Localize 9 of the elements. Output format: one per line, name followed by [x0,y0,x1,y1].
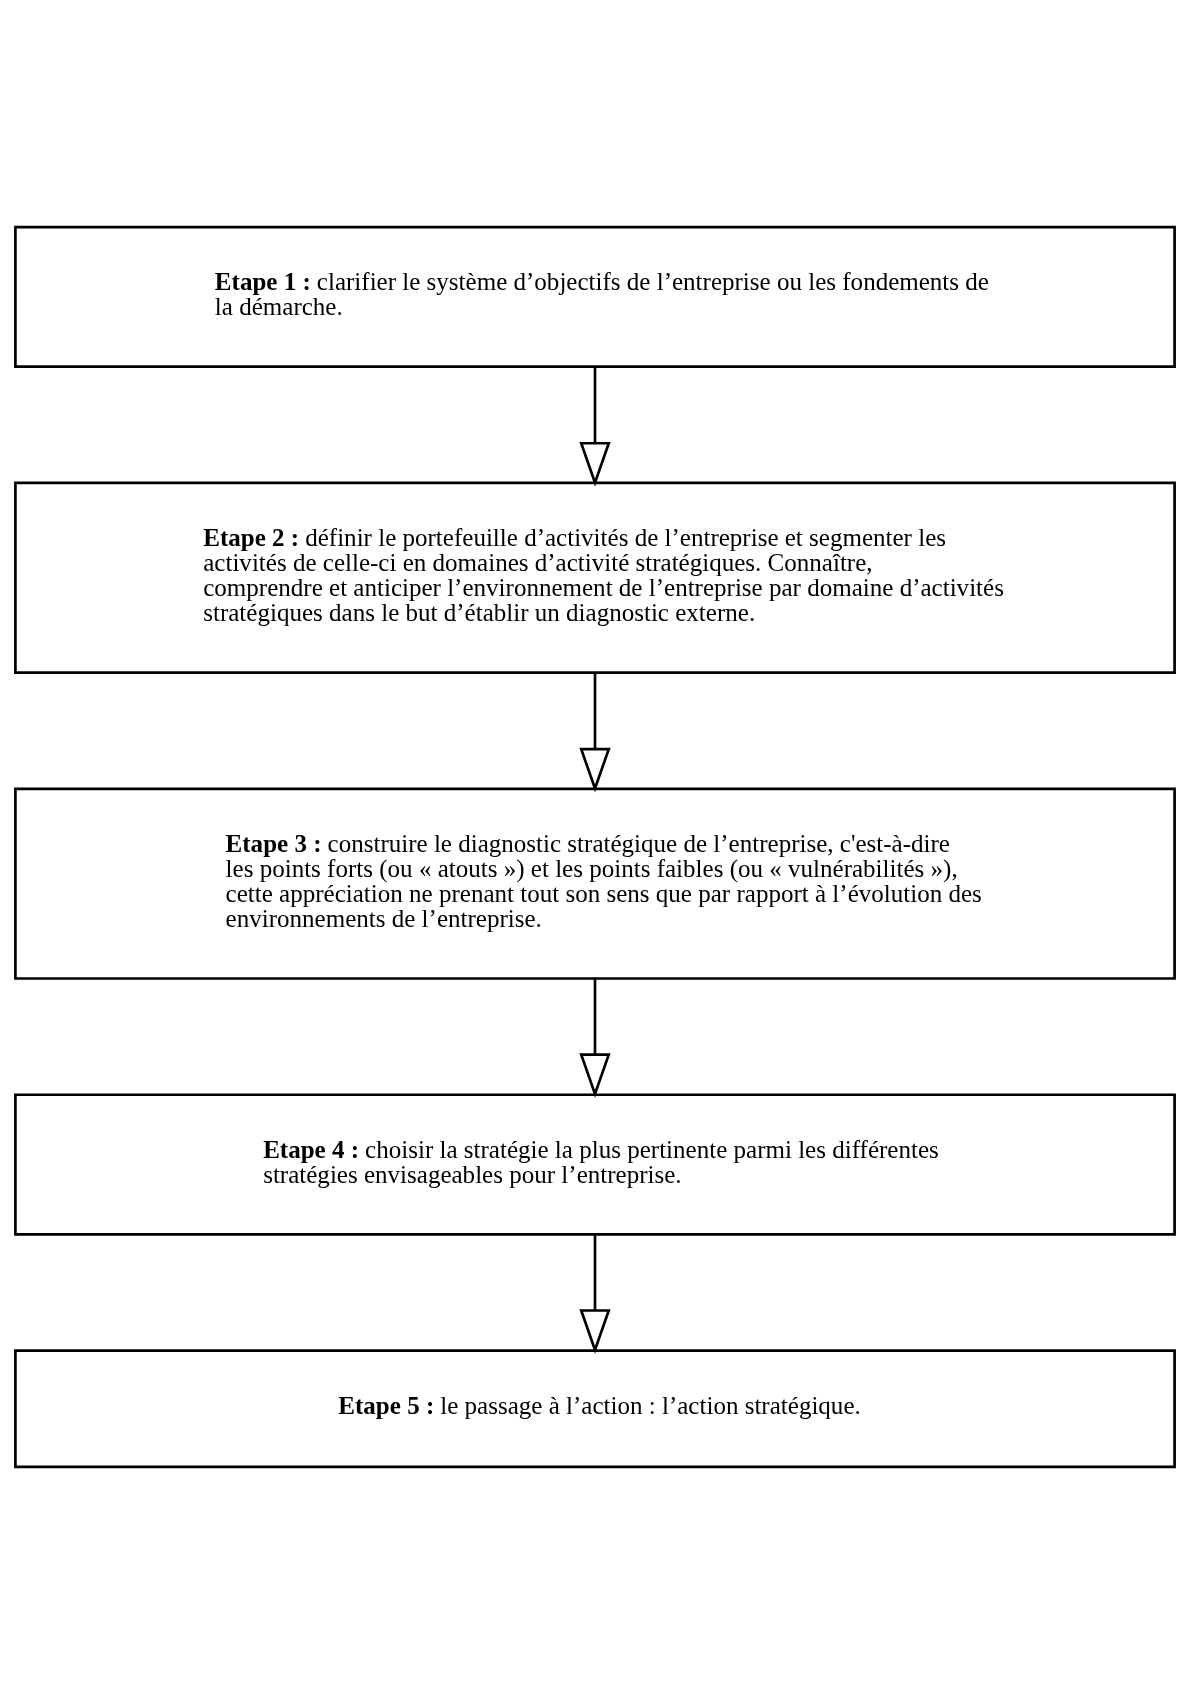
arrow [579,672,611,793]
arrow [579,366,611,487]
arrow [579,978,611,1098]
node-box: Etape 3 : construire le diagnostic stratégique de l’entreprise, c'est-à-dire les points forts (ou « atouts ») et les points faibles (ou « vulnérabilités »), cette appréciation ne prenant tout son sens que par rapport à l’évolution des environnements de l’entreprise. [14,787,1176,980]
node-box: Etape 2 : définir le portefeuille d’activités de l’entreprise et segmenter les activités de celle-ci en domaines d’activité stratégiques. Connaître, comprendre et anticiper l’environnement de l’entreprise par domaine d’activités stratégiques dans le but d’établir un diagnostic externe. [14,481,1176,674]
arrow [579,1234,611,1354]
node-box: Etape 4 : choisir la stratégie la plus pertinente parmi les différentes stratégies envisageables pour l’entreprise. [14,1092,1176,1236]
node-box: Etape 1 : clarifier le système d’objectifs de l’entreprise ou les fondements de la démarche. [14,225,1176,368]
node-box: Etape 5 : le passage à l’action : l’action stratégique. [14,1348,1176,1468]
